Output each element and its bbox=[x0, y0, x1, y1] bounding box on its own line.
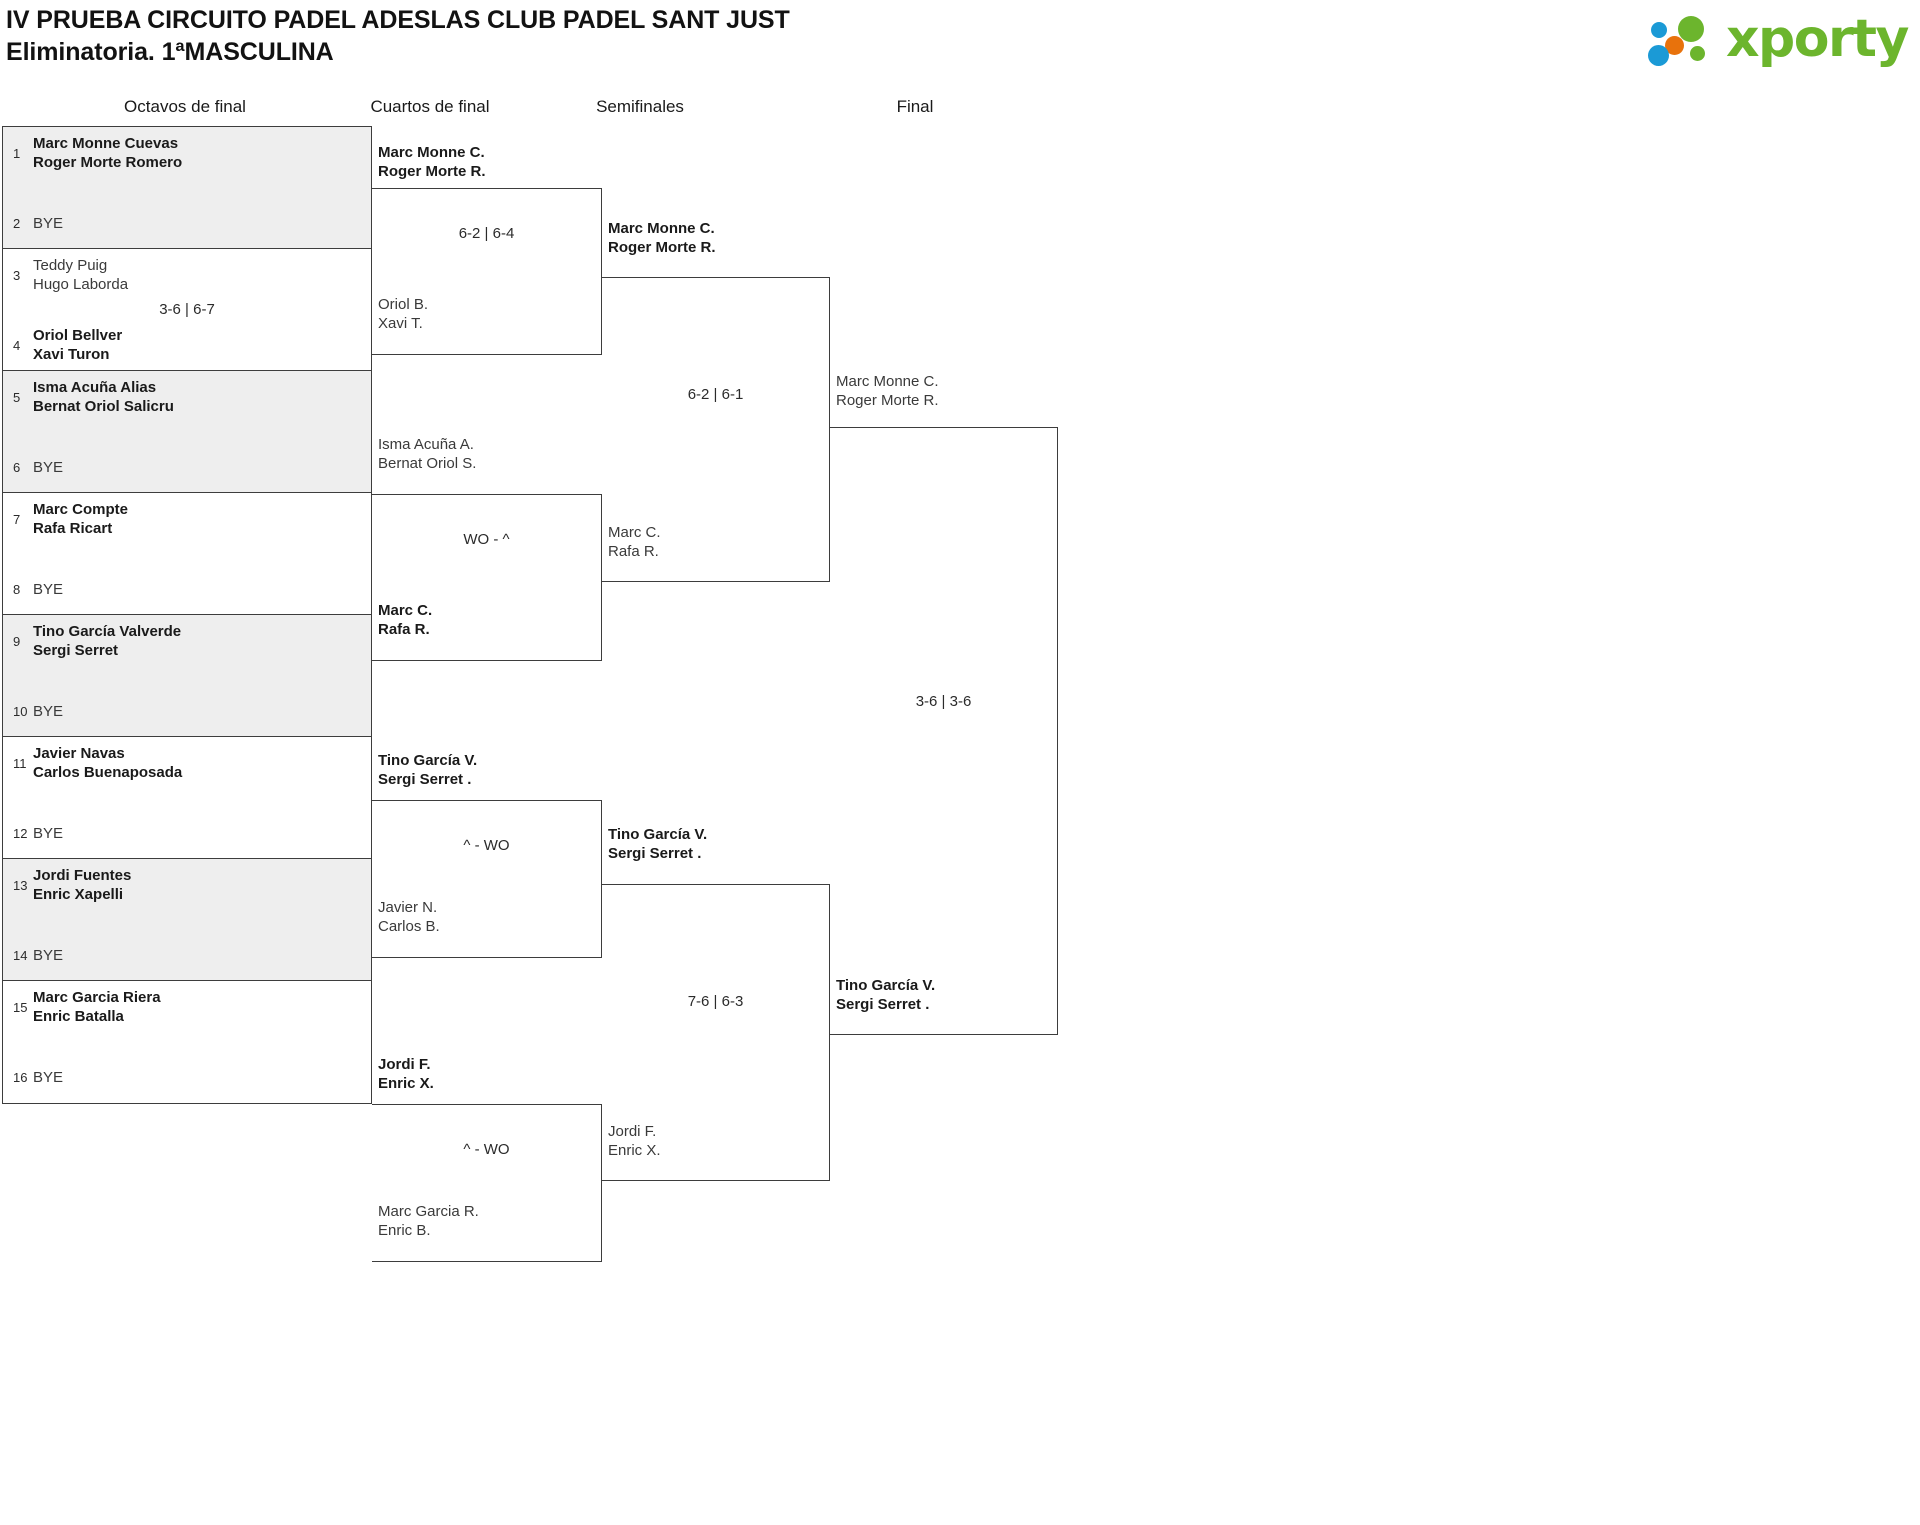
round1-match-2-score: 3-6 | 6-7 bbox=[159, 301, 215, 318]
seed-number: 6 bbox=[13, 459, 21, 475]
round2-match-3-top[interactable]: Tino García V.Sergi Serret . bbox=[378, 752, 478, 788]
round2-match-1-top[interactable]: Marc Monne C.Roger Morte R. bbox=[378, 144, 486, 180]
round2-match-3-score: ^ - WO bbox=[463, 837, 510, 854]
round4-match-1-bottom[interactable]: Tino García V.Sergi Serret . bbox=[836, 977, 936, 1013]
round3-match-1-box[interactable]: 6-2 | 6-1 bbox=[602, 277, 830, 582]
team-name: BYE bbox=[33, 214, 64, 232]
tournament-title: IV PRUEBA CIRCUITO PADEL ADESLAS CLUB PA… bbox=[6, 4, 1206, 68]
round1-match-6-bottom[interactable]: 12 BYE bbox=[3, 810, 371, 856]
round1-match-8-bottom[interactable]: 16 BYE bbox=[3, 1054, 371, 1100]
round2-match-1-bottom[interactable]: Oriol B.Xavi T. bbox=[378, 296, 429, 332]
round1-match-5-bottom[interactable]: 10 BYE bbox=[3, 688, 371, 734]
seed-number: 10 bbox=[13, 703, 28, 719]
round1-match-7-bottom[interactable]: 14 BYE bbox=[3, 932, 371, 978]
seed-number: 1 bbox=[13, 145, 21, 161]
round1-match-4-bottom[interactable]: 8 BYE bbox=[3, 566, 371, 612]
team-name: BYE bbox=[33, 824, 64, 842]
round2-match-2-top[interactable]: Isma Acuña A.Bernat Oriol S. bbox=[378, 436, 477, 472]
title-line-1: IV PRUEBA CIRCUITO PADEL ADESLAS CLUB PA… bbox=[6, 6, 790, 34]
seed-number: 13 bbox=[13, 877, 28, 893]
seed-number: 11 bbox=[13, 755, 27, 771]
round2-match-2-score: WO - ^ bbox=[463, 531, 510, 548]
round4-match-1-box[interactable]: 3-6 | 3-6 bbox=[830, 427, 1058, 1035]
round1-match-3-bottom[interactable]: 6 BYE bbox=[3, 444, 371, 490]
round3-match-1-bottom[interactable]: Marc C.Rafa R. bbox=[608, 524, 661, 560]
round2-match-2-box[interactable]: WO - ^ bbox=[372, 494, 602, 661]
title-line-2: Eliminatoria. 1ªMASCULINA bbox=[6, 38, 334, 66]
round2-match-1-box[interactable]: 6-2 | 6-4 bbox=[372, 188, 602, 355]
round2-match-2-bottom[interactable]: Marc C.Rafa R. bbox=[378, 602, 433, 638]
logo-dots-icon bbox=[1648, 14, 1726, 66]
round-heading-octavos: Octavos de final bbox=[124, 97, 246, 116]
seed-number: 7 bbox=[13, 511, 21, 527]
seed-number: 16 bbox=[13, 1069, 28, 1085]
round3-match-1-score: 6-2 | 6-1 bbox=[687, 386, 744, 403]
seed-number: 8 bbox=[13, 581, 21, 597]
seed-number: 5 bbox=[13, 389, 21, 405]
round1-match-1-bottom[interactable]: 2 BYE bbox=[3, 200, 371, 246]
round3-match-1-top[interactable]: Marc Monne C.Roger Morte R. bbox=[608, 220, 716, 256]
team-name: BYE bbox=[33, 580, 64, 598]
team-name: BYE bbox=[33, 946, 64, 964]
round2-match-3-bottom[interactable]: Javier N.Carlos B. bbox=[378, 899, 440, 935]
seed-number: 2 bbox=[13, 215, 21, 231]
seed-number: 4 bbox=[13, 337, 21, 353]
seed-number: 3 bbox=[13, 267, 21, 283]
round3-match-2-bottom[interactable]: Jordi F.Enric X. bbox=[608, 1123, 661, 1159]
team-name: BYE bbox=[33, 702, 64, 720]
round-heading-final: Final bbox=[896, 97, 934, 116]
round2-match-1-score: 6-2 | 6-4 bbox=[458, 225, 515, 242]
team-name: BYE bbox=[33, 1068, 64, 1086]
logo-wordmark: xporty bbox=[1726, 9, 1909, 69]
round4-match-1-top[interactable]: Marc Monne C.Roger Morte R. bbox=[836, 373, 939, 409]
xporty-logo: xporty bbox=[1648, 8, 1909, 70]
round4-match-1-score: 3-6 | 3-6 bbox=[915, 693, 972, 710]
round2-match-4-bottom[interactable]: Marc Garcia R.Enric B. bbox=[378, 1203, 479, 1239]
seed-number: 15 bbox=[13, 999, 28, 1015]
seed-number: 12 bbox=[13, 825, 28, 841]
round-heading-cuartos: Cuartos de final bbox=[370, 97, 490, 116]
round-heading-semis: Semifinales bbox=[596, 97, 684, 116]
round2-match-3-box[interactable]: ^ - WO bbox=[372, 800, 602, 958]
round2-match-4-box[interactable]: ^ - WO bbox=[372, 1104, 602, 1262]
seed-number: 14 bbox=[13, 947, 28, 963]
seed-number: 9 bbox=[13, 633, 21, 649]
round3-match-2-top[interactable]: Tino García V.Sergi Serret . bbox=[608, 826, 708, 862]
round3-match-2-box[interactable]: 7-6 | 6-3 bbox=[602, 884, 830, 1181]
round2-match-4-top[interactable]: Jordi F.Enric X. bbox=[378, 1056, 434, 1092]
team-name: BYE bbox=[33, 458, 64, 476]
round2-match-4-score: ^ - WO bbox=[463, 1141, 510, 1158]
round3-match-2-score: 7-6 | 6-3 bbox=[687, 993, 744, 1010]
